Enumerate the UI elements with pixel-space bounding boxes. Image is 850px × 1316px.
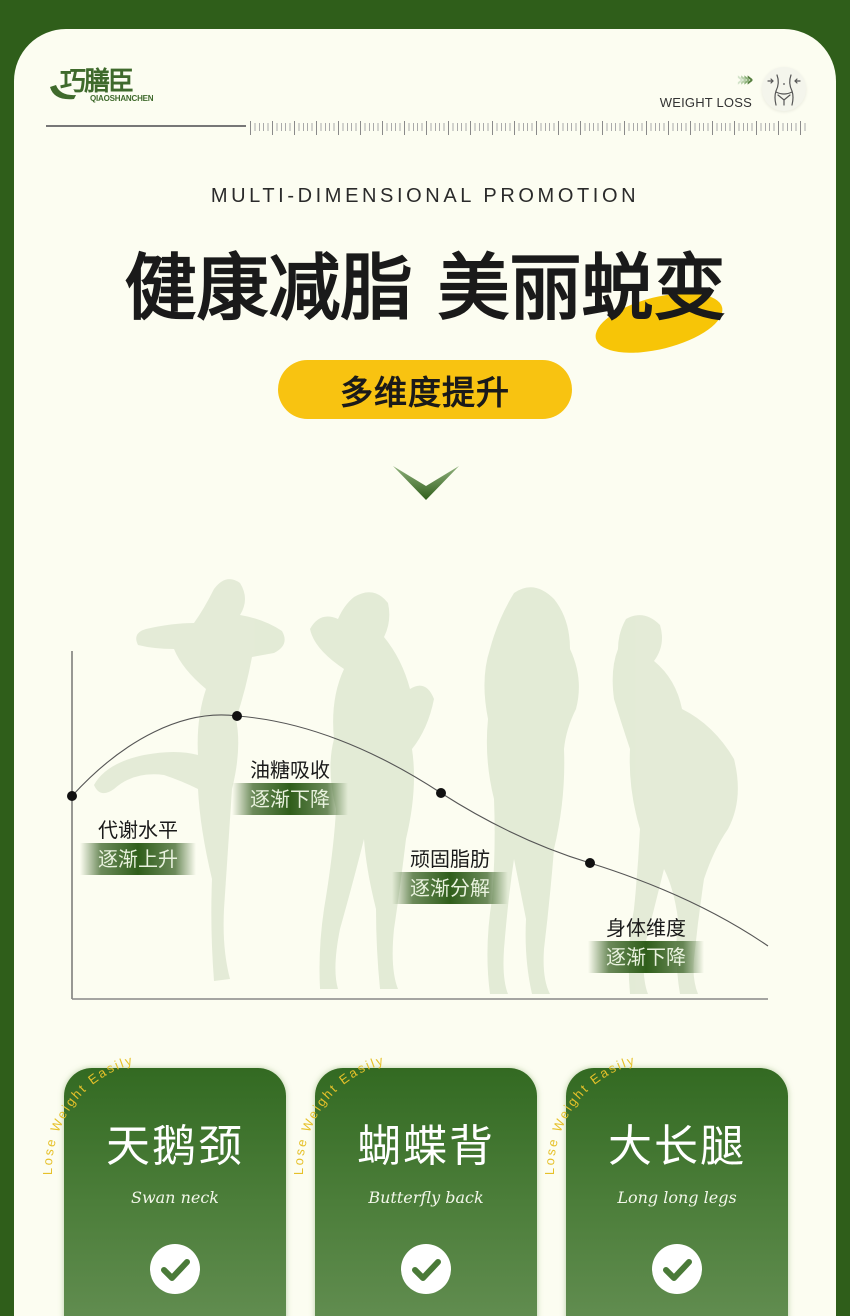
data-point xyxy=(585,858,595,868)
annotation-tag: 逐渐下降 xyxy=(588,941,704,973)
chevron-right-icon: › › › › xyxy=(736,67,754,91)
annotation-title: 代谢水平 xyxy=(98,818,178,842)
brand-logo: 巧膳臣 QIAOSHANCHEN xyxy=(48,67,168,107)
headline-block: 健康减脂 美丽蜕变 xyxy=(14,243,836,364)
annotation-tag: 逐渐上升 xyxy=(80,843,196,875)
logo-swoosh-icon xyxy=(50,85,76,100)
arc-text-label: Lose Weight Easily xyxy=(542,1052,636,1175)
benefit-card-swan-neck: 天鹅颈 Swan neck xyxy=(64,1068,286,1316)
arc-text-label: Lose Weight Easily xyxy=(291,1052,385,1175)
card-subtitle: Long long legs xyxy=(617,1188,737,1207)
ruler-divider xyxy=(46,119,806,135)
svg-text:Lose Weight Easily: Lose Weight Easily xyxy=(542,1052,638,1175)
annotation-tag: 逐渐分解 xyxy=(392,872,508,904)
logo-english-text: QIAOSHANCHEN xyxy=(90,94,154,103)
annotation-title: 身体维度 xyxy=(606,916,686,940)
card-title: 蝴蝶背 xyxy=(357,1121,495,1172)
women-silhouettes-background xyxy=(94,579,738,994)
waist-slimming-icon xyxy=(762,67,806,111)
annotation-stubborn-fat: 顽固脂肪 逐渐分解 xyxy=(392,846,508,904)
annotation-tag: 逐渐下降 xyxy=(232,783,348,815)
progress-chart: 代谢水平 逐渐上升 油糖吸收 逐渐下降 顽固脂肪 逐渐分解 身体维度 逐渐下降 xyxy=(14,549,836,1019)
svg-text:Lose Weight Easily: Lose Weight Easily xyxy=(40,1052,136,1175)
page-headline: 健康减脂 美丽蜕变 xyxy=(124,246,726,330)
chevron-down-icon xyxy=(393,466,459,500)
divider-line xyxy=(46,125,246,127)
annotation-title: 顽固脂肪 xyxy=(410,847,490,871)
annotation-sugar-absorption: 油糖吸收 逐渐下降 xyxy=(232,757,348,815)
checkmark-icon xyxy=(652,1244,702,1294)
weight-loss-label: WEIGHT LOSS xyxy=(659,95,752,110)
arc-text-lose-weight: Lose Weight Easily xyxy=(542,1052,638,1175)
ruler-ticks xyxy=(250,119,806,135)
arc-text-lose-weight: Lose Weight Easily xyxy=(40,1052,136,1175)
arc-text-label: Lose Weight Easily xyxy=(40,1052,134,1175)
section-subtitle: MULTI-DIMENSIONAL PROMOTION xyxy=(210,185,640,207)
card-subtitle: Butterfly back xyxy=(368,1188,484,1207)
data-point xyxy=(436,788,446,798)
benefit-card-long-legs: 大长腿 Long long legs xyxy=(566,1068,788,1316)
chart-axes-and-curve xyxy=(67,651,769,1000)
svg-text:Lose Weight Easily: Lose Weight Easily xyxy=(291,1052,387,1175)
annotation-title: 油糖吸收 xyxy=(250,758,330,782)
benefit-card-butterfly-back: 蝴蝶背 Butterfly back xyxy=(315,1068,537,1316)
checkmark-icon xyxy=(401,1244,451,1294)
data-point xyxy=(232,711,242,721)
content-panel: 巧膳臣 QIAOSHANCHEN › › › › WEIGHT LOSS MU xyxy=(14,29,836,1316)
checkmark-icon xyxy=(150,1244,200,1294)
logo-chinese-text: 巧膳臣 xyxy=(60,67,134,97)
card-title: 大长腿 xyxy=(608,1121,746,1172)
arc-text-lose-weight: Lose Weight Easily xyxy=(291,1052,387,1175)
card-title: 天鹅颈 xyxy=(106,1121,244,1172)
card-subtitle: Swan neck xyxy=(130,1188,219,1207)
promotion-pill: 多维度提升 xyxy=(278,360,572,419)
annotation-metabolism: 代谢水平 逐渐上升 xyxy=(80,817,196,875)
data-point xyxy=(67,791,77,801)
annotation-body-dimension: 身体维度 逐渐下降 xyxy=(588,915,704,973)
